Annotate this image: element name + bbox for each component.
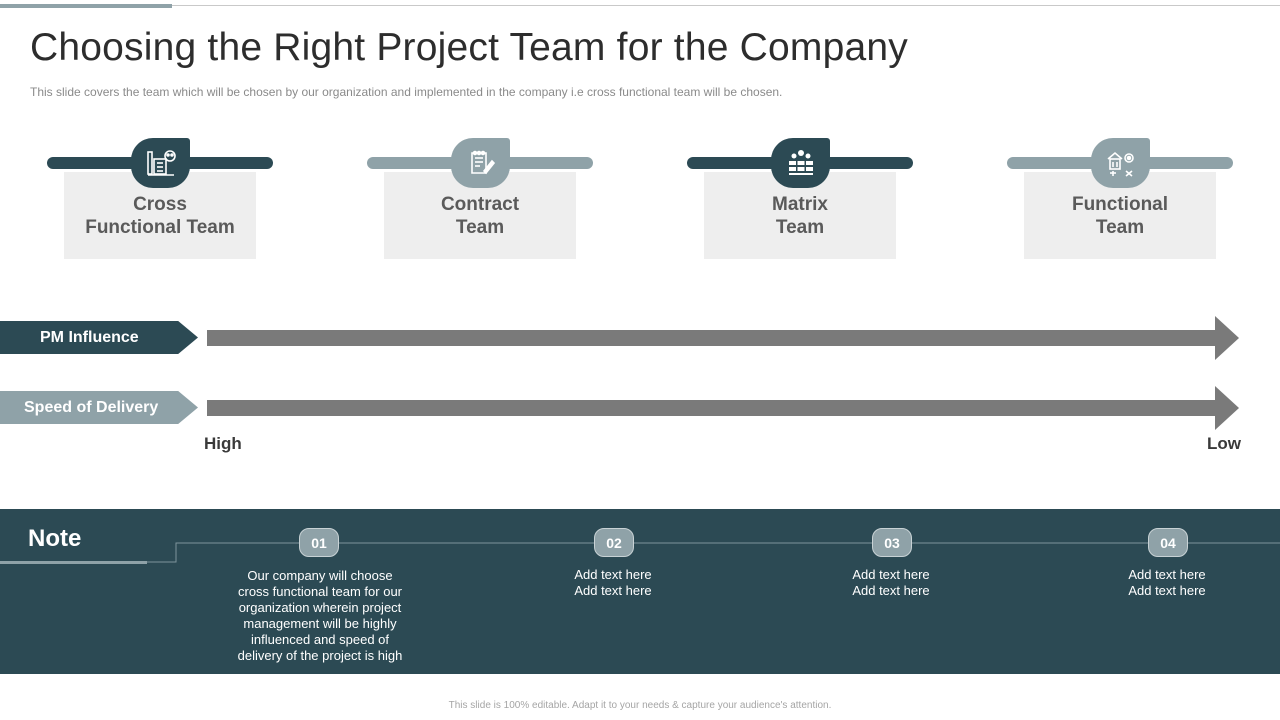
- note-step-02: 02: [583, 525, 643, 561]
- team-group-icon: [771, 138, 830, 188]
- contract-signing-icon: [451, 138, 510, 188]
- team-card-matrix: Matrix Team: [687, 138, 913, 260]
- note-step-04: 04: [1137, 525, 1197, 561]
- top-accent-bar: [0, 4, 172, 8]
- building-gears-icon: [1091, 138, 1150, 188]
- team-card-contract: Contract Team: [367, 138, 593, 260]
- note-step-text: Add text here Add text here: [1128, 567, 1206, 598]
- step-number-badge: 01: [299, 528, 339, 557]
- speed-of-delivery-arrow: [207, 386, 1239, 430]
- team-card-label: Cross Functional Team: [64, 172, 256, 259]
- slide-subtitle: This slide covers the team which will be…: [30, 85, 783, 99]
- top-divider: [0, 5, 1280, 6]
- note-step-01: 01: [288, 525, 348, 561]
- scale-low-label: Low: [1207, 434, 1241, 453]
- step-number-badge: 04: [1148, 528, 1188, 557]
- org-chart-icon: [131, 138, 190, 188]
- note-panel: [0, 509, 1280, 674]
- pm-influence-arrow: [207, 316, 1239, 360]
- slide-footer: This slide is 100% editable. Adapt it to…: [448, 700, 832, 711]
- note-step-text: Add text here Add text here: [574, 567, 652, 598]
- note-title: Note: [28, 525, 82, 552]
- note-step-text: Our company will choose cross functional…: [237, 568, 403, 663]
- team-card-functional: Functional Team: [1007, 138, 1233, 260]
- pm-influence-label: PM Influence: [0, 321, 198, 354]
- slide-title: Choosing the Right Project Team for the …: [30, 26, 908, 69]
- note-step-text: Add text here Add text here: [852, 567, 930, 598]
- speed-of-delivery-label: Speed of Delivery: [0, 391, 198, 424]
- step-number-badge: 03: [872, 528, 912, 557]
- scale-high-label: High: [204, 434, 242, 453]
- note-underline: [0, 561, 147, 564]
- note-step-03: 03: [861, 525, 921, 561]
- step-number-badge: 02: [594, 528, 634, 557]
- team-card-cross-functional: Cross Functional Team: [47, 138, 273, 260]
